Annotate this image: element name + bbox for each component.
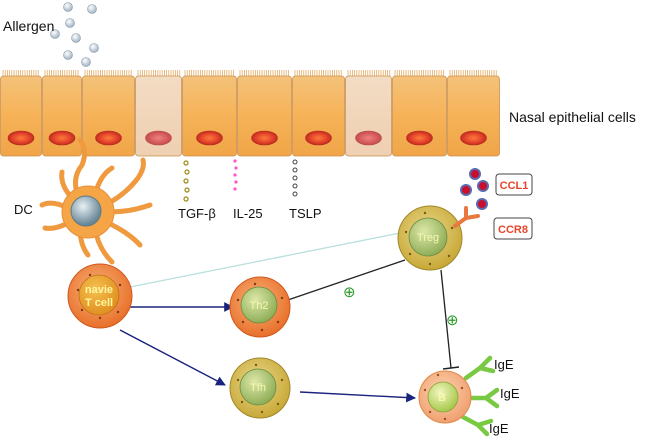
epithelial-cilia — [449, 70, 497, 76]
epithelial-nucleus — [95, 130, 122, 146]
epithelial-nucleus — [355, 130, 382, 146]
epithelial-nucleus — [145, 130, 172, 146]
nasal-epithelial-layer — [0, 70, 500, 157]
treg-label: Treg — [417, 232, 439, 244]
naive-cell-label-2: T cell — [85, 297, 113, 309]
allergen-label: Allergen — [3, 18, 54, 34]
tslp-dots — [292, 159, 298, 197]
tgf-beta-dots — [183, 160, 190, 202]
treg-inhibits-b — [440, 269, 460, 370]
epithelial-nucleus — [406, 130, 433, 146]
b-cell — [418, 355, 500, 437]
epithelial-cilia — [44, 70, 79, 76]
epithelial-nucleus — [305, 130, 332, 146]
tgf-beta-label: TGF-β — [178, 206, 216, 221]
nasal-epithelial-label: Nasal epithelial cells — [509, 109, 636, 125]
b-cell-label: B — [438, 392, 446, 404]
naive-to-treg-line — [129, 232, 401, 288]
il25-label: IL-25 — [233, 206, 263, 221]
epithelial-cilia — [84, 70, 132, 76]
epithelial-nucleus — [251, 130, 278, 146]
ccr8-label: CCR8 — [498, 224, 528, 236]
treg-cell — [397, 205, 463, 271]
ccl1-dots — [460, 168, 489, 210]
dendritic-cell — [39, 137, 153, 265]
epithelial-nucleus — [460, 130, 487, 146]
epithelial-cilia — [184, 70, 234, 76]
epithelial-nucleus — [48, 130, 76, 146]
treg-inhibits-th2 — [278, 259, 406, 310]
epithelial-cell — [82, 75, 135, 157]
ige-label-3: IgE — [489, 421, 509, 436]
plus-icon-2: ⊕ — [446, 312, 459, 329]
epithelial-cilia — [239, 70, 289, 76]
il25-dots — [233, 159, 238, 191]
ccl1-box — [495, 173, 533, 196]
dc-label: DC — [14, 202, 33, 217]
ige-label-1: IgE — [494, 357, 514, 372]
tfh-label: Tfh — [250, 382, 266, 394]
tfh-to-b-arrow — [299, 391, 416, 403]
ccr8-receptor — [453, 206, 480, 228]
ccr8-box — [493, 217, 533, 240]
epithelial-nucleus — [196, 130, 223, 146]
epithelial-cilia — [394, 70, 444, 76]
ige-antibodies — [460, 355, 500, 437]
epithelial-cell — [292, 75, 345, 157]
naive-to-tfh-arrow — [119, 329, 226, 386]
th2-label: Th2 — [250, 300, 269, 312]
epithelial-cilia — [294, 70, 342, 76]
naive-cell-label-1: navie — [85, 284, 113, 296]
tslp-label: TSLP — [289, 206, 322, 221]
epithelial-cilia — [2, 70, 39, 76]
epithelial-cilia — [137, 70, 181, 76]
allergen-particles — [50, 2, 99, 67]
plus-icon-1: ⊕ — [343, 284, 356, 301]
epithelial-nucleus — [7, 130, 35, 146]
naive-t-cell — [67, 263, 133, 329]
epithelial-cilia — [347, 70, 391, 76]
th2-cell — [229, 276, 291, 338]
epithelial-cell — [447, 75, 500, 157]
tfh-cell — [229, 357, 291, 419]
ige-label-2: IgE — [500, 386, 520, 401]
ccl1-label: CCL1 — [500, 180, 529, 192]
